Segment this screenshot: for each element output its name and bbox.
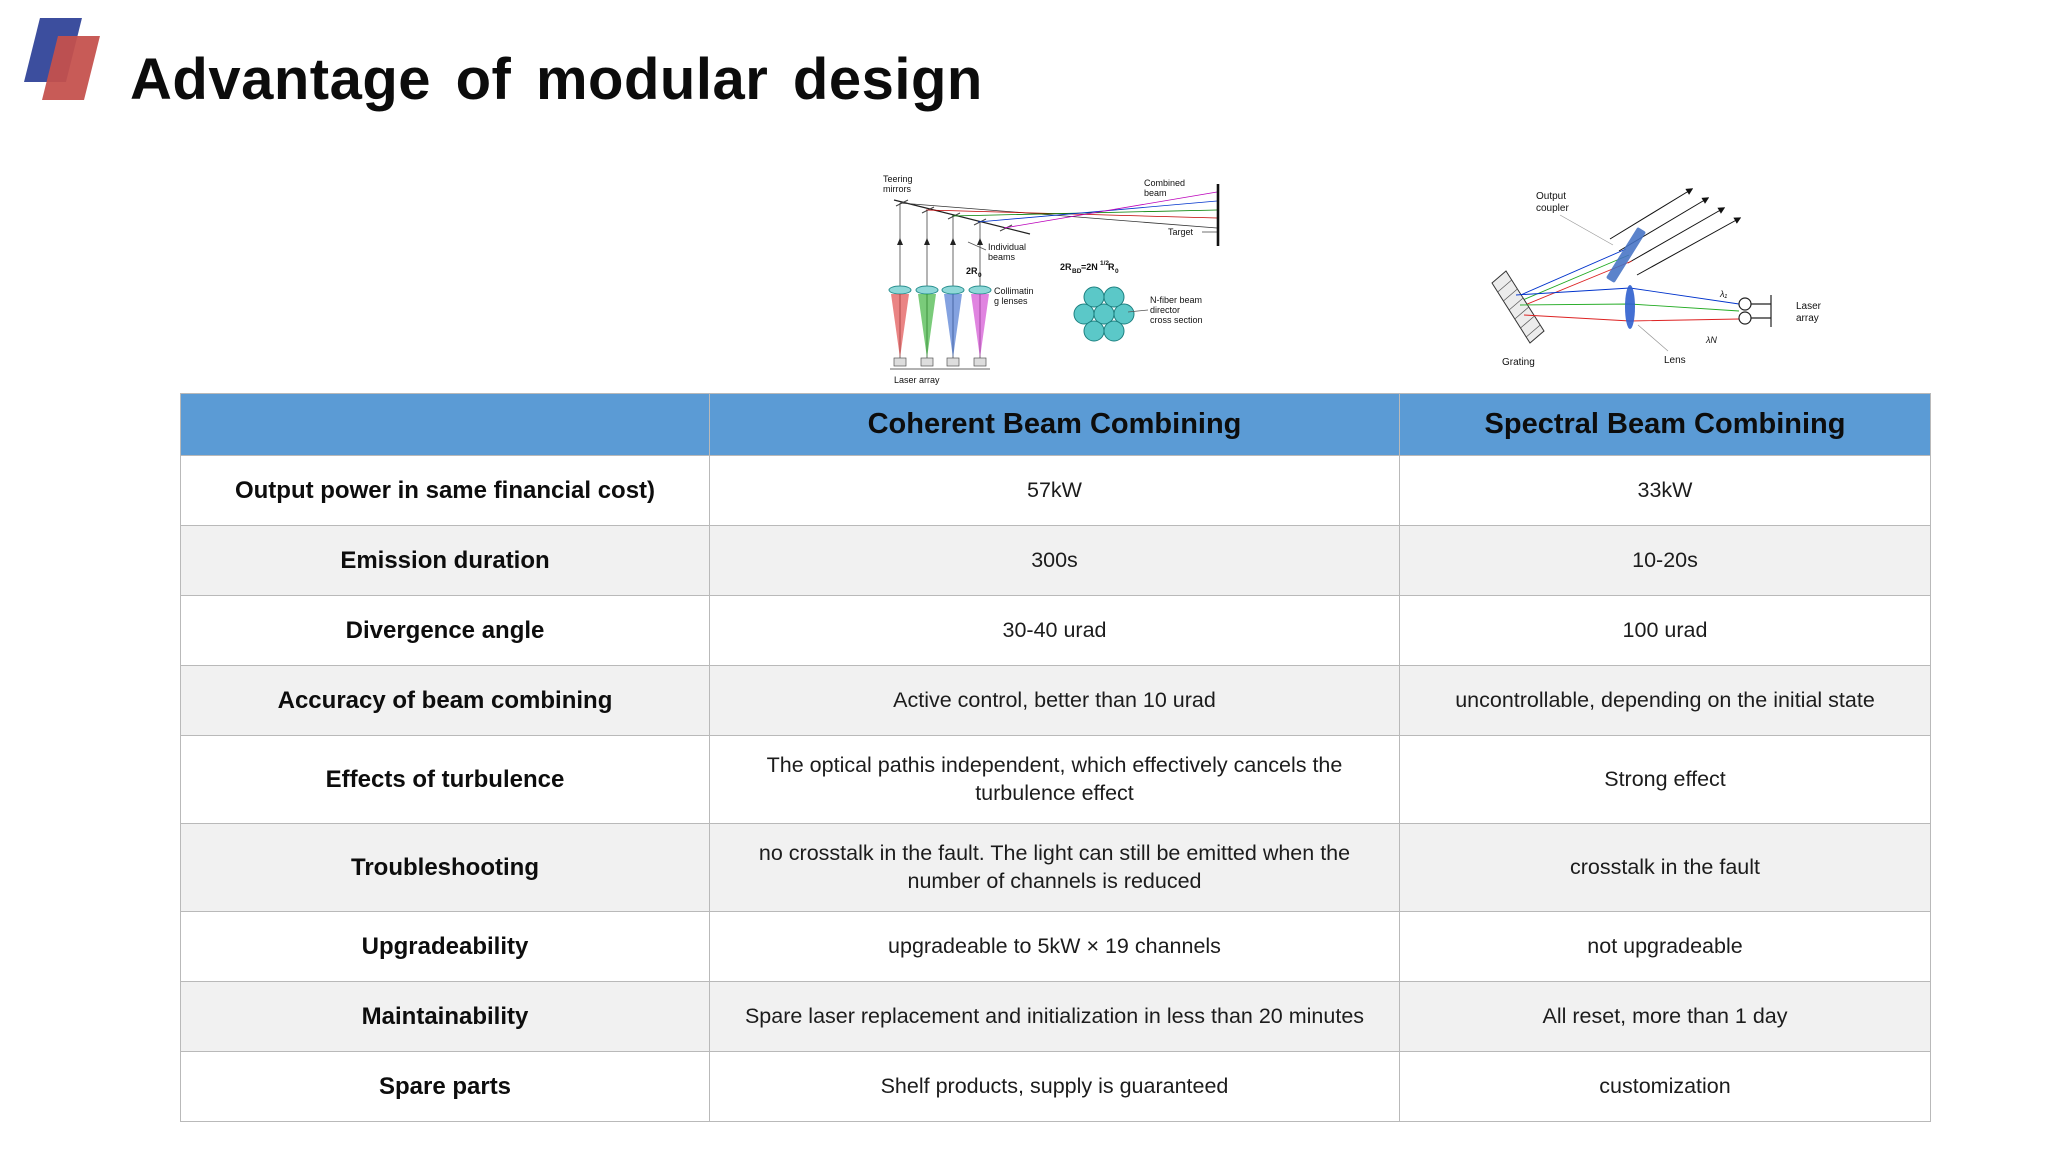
lambda-n-label: λN <box>1705 335 1717 345</box>
corner-cell <box>180 393 710 456</box>
laser-array-label: Laser array <box>894 375 940 385</box>
sbc-cell: 100 urad <box>1399 595 1931 666</box>
lens-label: Lens <box>1664 355 1686 366</box>
fiber-bundle-cross-section <box>1073 286 1135 342</box>
beam-director-formula: 2R BD =2N 1/2 R 0 <box>1060 260 1119 275</box>
table-row-output-power: Output power in same financial cost) 57k… <box>180 455 1931 526</box>
combined-beam-fan <box>899 191 1218 229</box>
output-coupler-bar <box>1606 227 1646 283</box>
grating-element <box>1491 270 1545 344</box>
sbc-cell: All reset, more than 1 day <box>1399 981 1931 1052</box>
individual-beams-label: Individual <box>988 242 1026 252</box>
cbc-cell: Active control, better than 10 urad <box>709 665 1400 736</box>
cbc-cell: Spare laser replacement and initializati… <box>709 981 1400 1052</box>
collimating-lenses <box>888 285 992 295</box>
svg-text:0: 0 <box>1115 268 1119 275</box>
teering-mirrors-label: Teering <box>883 174 913 184</box>
steering-mirror-rail <box>893 199 1031 235</box>
lens-ellipse <box>1625 285 1635 329</box>
output-coupler-label-2: coupler <box>1536 203 1569 214</box>
cbc-cell: 30-40 urad <box>709 595 1400 666</box>
sbc-cell: crosstalk in the fault <box>1399 823 1931 912</box>
teering-mirrors-label-2: mirrors <box>883 184 911 194</box>
sbc-cell: Strong effect <box>1399 735 1931 824</box>
header-row: Coherent Beam Combining Spectral Beam Co… <box>180 393 1931 456</box>
row-label: Troubleshooting <box>180 823 710 912</box>
cbc-diagram: Teering mirrors Combined beam Target Ind… <box>883 174 1220 385</box>
svg-text:2R: 2R <box>1060 262 1072 272</box>
svg-text:BD: BD <box>1072 268 1082 275</box>
radius-label-sub: 0 <box>978 272 982 279</box>
svg-text:=2N: =2N <box>1081 262 1098 272</box>
row-label: Maintainability <box>180 981 710 1052</box>
table-row-upgradeability: Upgradeability upgradeable to 5kW × 19 c… <box>180 911 1931 982</box>
combined-beam-label-2: beam <box>1144 188 1167 198</box>
radius-label: 2R <box>966 266 978 276</box>
row-label: Upgradeability <box>180 911 710 982</box>
laser-array-boxes <box>893 357 987 367</box>
sbc-cell: 33kW <box>1399 455 1931 526</box>
row-label: Effects of turbulence <box>180 735 710 824</box>
table-row-divergence-angle: Divergence angle 30-40 urad 100 urad <box>180 595 1931 666</box>
cbc-cell: upgradeable to 5kW × 19 channels <box>709 911 1400 982</box>
table-row-emission-duration: Emission duration 300s 10-20s <box>180 525 1931 596</box>
combined-beam-label: Combined <box>1144 178 1185 188</box>
row-label: Emission duration <box>180 525 710 596</box>
cbc-cell: no crosstalk in the fault. The light can… <box>709 823 1400 912</box>
output-coupler-label: Output <box>1536 191 1566 202</box>
sbc-cell: 10-20s <box>1399 525 1931 596</box>
fiber-director-label: N-fiber beam <box>1150 295 1202 305</box>
lambda-1-label: λ₁ <box>1719 289 1727 299</box>
table-row-maintainability: Maintainability Spare laser replacement … <box>180 981 1931 1052</box>
laser-cones <box>891 294 989 358</box>
fiber-director-label-3: cross section <box>1150 315 1203 325</box>
row-label: Divergence angle <box>180 595 710 666</box>
logo <box>24 18 116 114</box>
svg-text:R: R <box>1108 262 1115 272</box>
laser-array-label: Laser <box>1796 301 1822 312</box>
page-title: Advantage of modular design <box>130 47 983 112</box>
individual-beam-lines <box>899 203 981 358</box>
sbc-cell: not upgradeable <box>1399 911 1931 982</box>
comparison-table: Coherent Beam Combining Spectral Beam Co… <box>180 393 1931 1122</box>
cbc-cell: Shelf products, supply is guaranteed <box>709 1051 1400 1122</box>
col-header-coherent: Coherent Beam Combining <box>709 393 1400 456</box>
collimating-lenses-label: Collimatin <box>994 286 1034 296</box>
row-label: Spare parts <box>180 1051 710 1122</box>
table-row-troubleshooting: Troubleshooting no crosstalk in the faul… <box>180 823 1931 912</box>
target-label: Target <box>1168 227 1194 237</box>
laser-array-label-2: array <box>1796 313 1819 324</box>
grating-label: Grating <box>1502 357 1535 368</box>
sbc-diagram: Output coupler Grating Lens Laser array … <box>1491 188 1822 368</box>
collimating-lenses-label-2: g lenses <box>994 296 1028 306</box>
table-row-turbulence: Effects of turbulence The optical pathis… <box>180 735 1931 824</box>
sbc-cell: uncontrollable, depending on the initial… <box>1399 665 1931 736</box>
table-row-spare-parts: Spare parts Shelf products, supply is gu… <box>180 1051 1931 1122</box>
individual-beams-label-2: beams <box>988 252 1016 262</box>
row-label: Output power in same financial cost) <box>180 455 710 526</box>
row-label: Accuracy of beam combining <box>180 665 710 736</box>
table-row-accuracy: Accuracy of beam combining Active contro… <box>180 665 1931 736</box>
cbc-cell: 300s <box>709 525 1400 596</box>
laser-array-symbol <box>1738 295 1772 327</box>
cbc-cell: 57kW <box>709 455 1400 526</box>
svg-text:1/2: 1/2 <box>1100 260 1109 267</box>
sbc-cell: customization <box>1399 1051 1931 1122</box>
fiber-director-label-2: director <box>1150 305 1180 315</box>
cbc-cell: The optical pathis independent, which ef… <box>709 735 1400 824</box>
col-header-spectral: Spectral Beam Combining <box>1399 393 1931 456</box>
